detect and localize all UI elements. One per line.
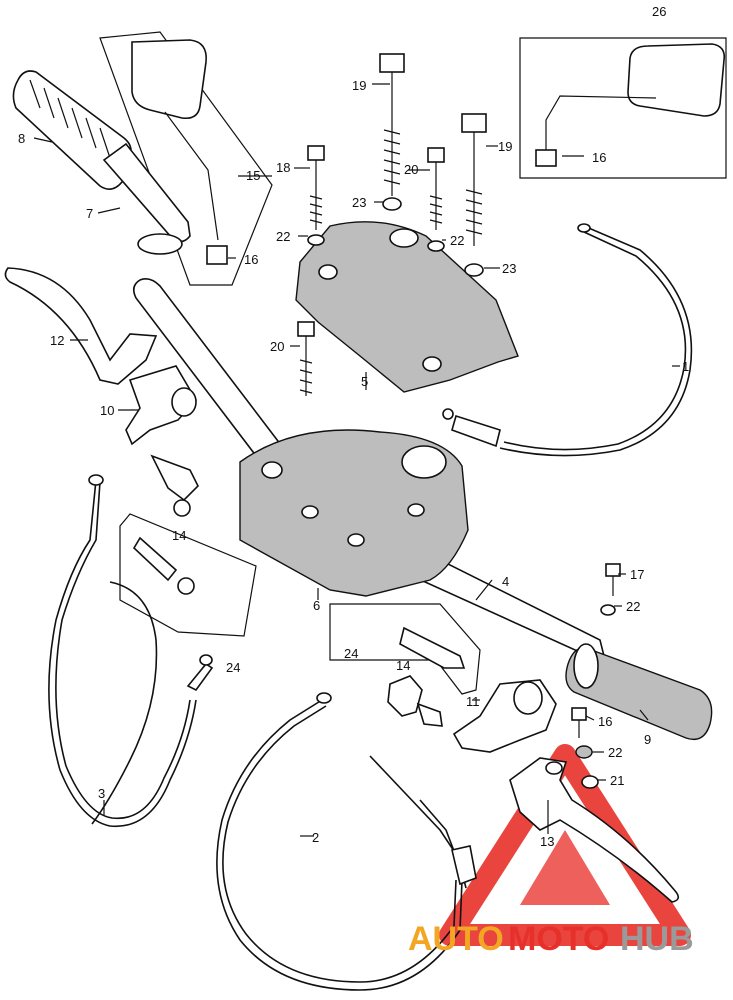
callout-19b: 19	[498, 139, 512, 154]
watermark-auto: AUTO	[408, 920, 504, 958]
callout-labels: 8 7 15 16 19 19 18 20 22 23 22 23 26 16 …	[18, 4, 689, 849]
clutch-lever	[4, 267, 197, 446]
adjuster-left	[119, 454, 257, 637]
watermark-moto: MOTO	[508, 920, 609, 958]
watermark-text: AUTO MOTO HUB	[408, 920, 694, 958]
callout-12: 12	[50, 333, 64, 348]
callout-24a: 24	[226, 660, 240, 675]
callout-15: 15	[246, 168, 260, 183]
callout-22b: 22	[450, 233, 464, 248]
callout-20a: 20	[404, 162, 418, 177]
callout-10: 10	[100, 403, 114, 418]
bracket-11	[452, 679, 557, 753]
callout-3: 3	[98, 786, 105, 801]
brake-lever	[509, 757, 680, 903]
cable-2	[216, 692, 477, 991]
callout-11: 11	[466, 694, 480, 709]
callout-16b: 16	[592, 150, 606, 165]
callout-22d: 22	[608, 745, 622, 760]
mirror-left-group	[99, 31, 273, 286]
callout-23a: 23	[352, 195, 366, 210]
cable-1	[442, 223, 693, 457]
callout-21: 21	[610, 773, 624, 788]
callout-16a: 16	[244, 252, 258, 267]
mirror-right-group	[519, 37, 727, 179]
watermark-logo	[439, 744, 691, 946]
callout-5: 5	[361, 374, 368, 389]
cable-3	[48, 474, 214, 828]
leader-lines	[33, 83, 680, 837]
callout-23b: 23	[502, 261, 516, 276]
callout-17: 17	[630, 567, 644, 582]
callout-14b: 14	[396, 658, 410, 673]
callout-18: 18	[276, 160, 290, 175]
adjuster-right	[329, 603, 481, 727]
callout-7: 7	[86, 206, 93, 221]
bolts	[297, 53, 621, 789]
callout-22c: 22	[626, 599, 640, 614]
holder-upper	[295, 221, 519, 393]
left-grip	[12, 70, 191, 255]
watermark-hub: HUB	[620, 920, 694, 958]
callout-4: 4	[502, 574, 509, 589]
holder-lower	[239, 429, 469, 597]
callout-9: 9	[644, 732, 651, 747]
callout-6: 6	[313, 598, 320, 613]
callout-26: 26	[652, 4, 666, 19]
callout-1: 1	[682, 359, 689, 374]
callout-16c: 16	[598, 714, 612, 729]
callout-22a: 22	[276, 229, 290, 244]
callout-20b: 20	[270, 339, 284, 354]
callout-13: 13	[540, 834, 554, 849]
right-grip	[565, 643, 713, 741]
callout-19a: 19	[352, 78, 366, 93]
callout-2: 2	[312, 830, 319, 845]
callout-24b: 24	[344, 646, 358, 661]
callout-14a: 14	[172, 528, 186, 543]
callout-8: 8	[18, 131, 25, 146]
